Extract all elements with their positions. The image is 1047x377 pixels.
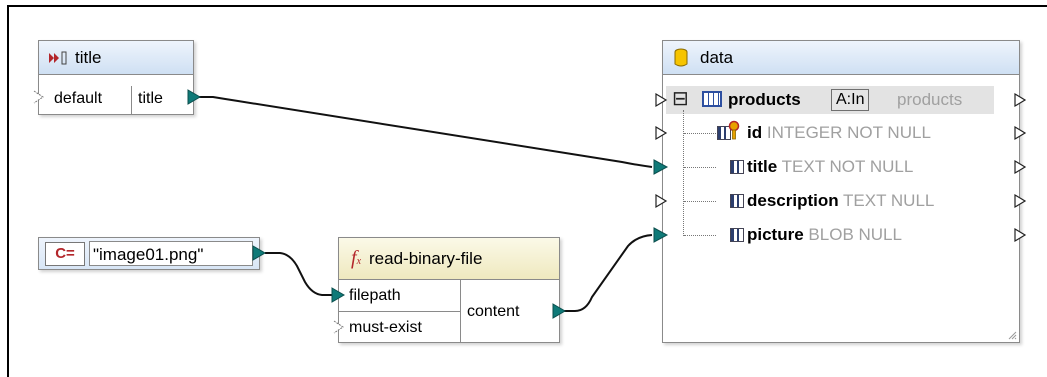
id-output-port[interactable] (1013, 125, 1027, 141)
filepath-input-label[interactable]: filepath (349, 287, 401, 304)
title-component-label: title (75, 47, 102, 67)
id-column-type: INTEGER NOT NULL (766, 123, 931, 142)
title-column-name: title (747, 157, 778, 176)
resize-grip-icon[interactable] (1007, 330, 1017, 340)
wire-title-to-title[interactable] (199, 96, 653, 168)
description-column-name: description (747, 191, 839, 210)
products-input-port[interactable] (654, 92, 668, 108)
constant-component[interactable]: C= "image01.png" (38, 237, 260, 270)
picture-output-port[interactable] (1013, 227, 1027, 243)
products-table-name[interactable]: products (728, 90, 801, 109)
data-component-label: data (700, 47, 734, 67)
read-binary-file-function[interactable]: fx read-binary-file (338, 237, 560, 343)
data-database-component[interactable]: data (662, 40, 1020, 343)
title-row-divider (131, 86, 132, 114)
picture-column-type: BLOB NULL (808, 225, 902, 244)
products-table-alias: products (897, 90, 963, 109)
function-header[interactable]: fx read-binary-file (339, 238, 559, 280)
tree-guide-description (684, 201, 716, 202)
title-default-input-port[interactable] (31, 89, 45, 105)
database-icon (674, 48, 688, 66)
title-column-input-port[interactable] (653, 159, 669, 175)
tree-guide-title (684, 167, 716, 168)
input-parameter-icon (49, 51, 67, 64)
description-input-port[interactable] (654, 193, 668, 209)
title-default-port-label[interactable]: default (54, 90, 103, 107)
canvas-frame (7, 5, 1047, 377)
wire-constant-to-filepath[interactable] (265, 252, 333, 296)
filepath-input-port[interactable] (331, 287, 345, 303)
tree-guide-id (684, 133, 716, 134)
title-output-port[interactable] (187, 89, 201, 105)
description-column-type: TEXT NULL (843, 191, 935, 210)
title-column-output-port[interactable] (1013, 159, 1027, 175)
title-output-port-label[interactable]: title (138, 90, 163, 107)
column-icon (717, 126, 731, 140)
collapse-toggle[interactable]: ⊟ (672, 88, 689, 110)
table-icon (702, 91, 722, 107)
picture-column-name: picture (747, 225, 804, 244)
title-component-header[interactable]: title (39, 41, 193, 75)
id-input-port[interactable] (654, 125, 668, 141)
function-icon: fx (351, 247, 362, 269)
content-output-port[interactable] (552, 303, 566, 319)
wire-content-to-picture[interactable] (563, 234, 653, 312)
constant-value[interactable]: "image01.png" (89, 241, 253, 266)
must-exist-input-label[interactable]: must-exist (349, 319, 422, 336)
products-output-port[interactable] (1013, 92, 1027, 108)
tree-guide-vertical (683, 110, 684, 236)
function-name: read-binary-file (369, 248, 483, 268)
function-input-divider (339, 311, 460, 312)
column-icon (730, 228, 744, 242)
id-column-row[interactable]: id INTEGER NOT NULL (747, 122, 931, 144)
constant-output-port[interactable] (252, 245, 266, 261)
primary-key-icon (728, 120, 740, 140)
content-output-label[interactable]: content (467, 303, 520, 320)
tree-guide-picture (684, 235, 716, 236)
description-column-row[interactable]: description TEXT NULL (747, 190, 934, 212)
column-icon (730, 194, 744, 208)
picture-input-port[interactable] (653, 227, 669, 243)
title-input-component[interactable]: title (38, 40, 194, 115)
constant-badge: C= (45, 242, 85, 266)
description-output-port[interactable] (1013, 193, 1027, 209)
id-column-name: id (747, 123, 763, 142)
column-icon (730, 160, 744, 174)
picture-column-row[interactable]: picture BLOB NULL (747, 224, 902, 246)
function-io-divider (460, 279, 461, 343)
title-column-type: TEXT NOT NULL (781, 157, 914, 176)
title-column-row[interactable]: title TEXT NOT NULL (747, 156, 913, 178)
data-component-header[interactable]: data (663, 41, 1019, 75)
must-exist-input-port[interactable] (331, 319, 345, 335)
table-mode-badge[interactable]: A:In (831, 89, 870, 111)
